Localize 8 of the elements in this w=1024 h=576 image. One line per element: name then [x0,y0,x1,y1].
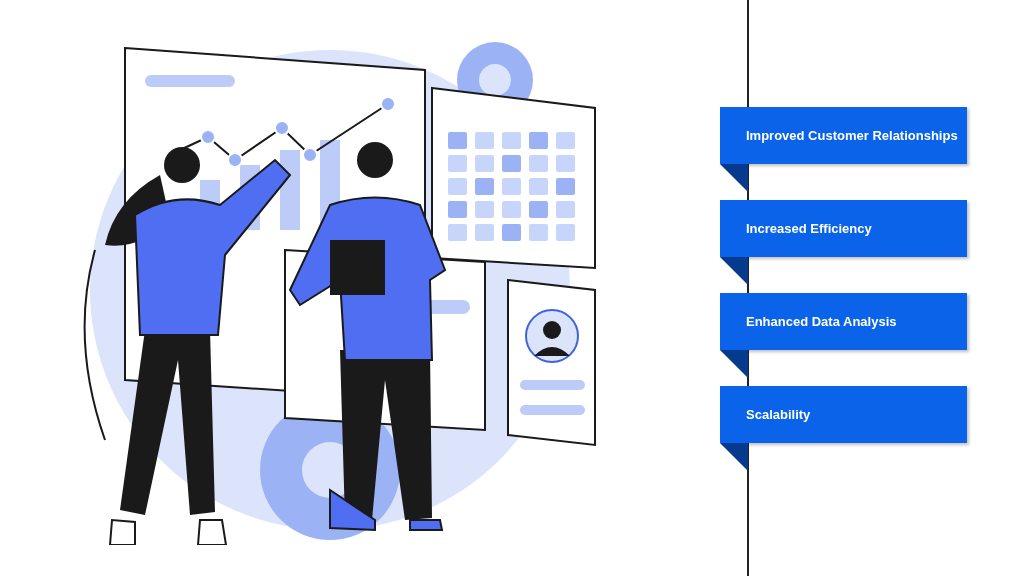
ribbon-banner [720,107,967,164]
ribbon-banner [720,200,967,257]
banner-text: Enhanced Data Analysis [746,314,898,329]
banner-text: Scalability [746,407,812,422]
banner-text: Increased Efficiency [746,221,873,236]
ribbon-banner [720,386,967,443]
banner-text: Improved Customer Relationships [746,128,959,143]
ribbon-banner [720,293,967,350]
